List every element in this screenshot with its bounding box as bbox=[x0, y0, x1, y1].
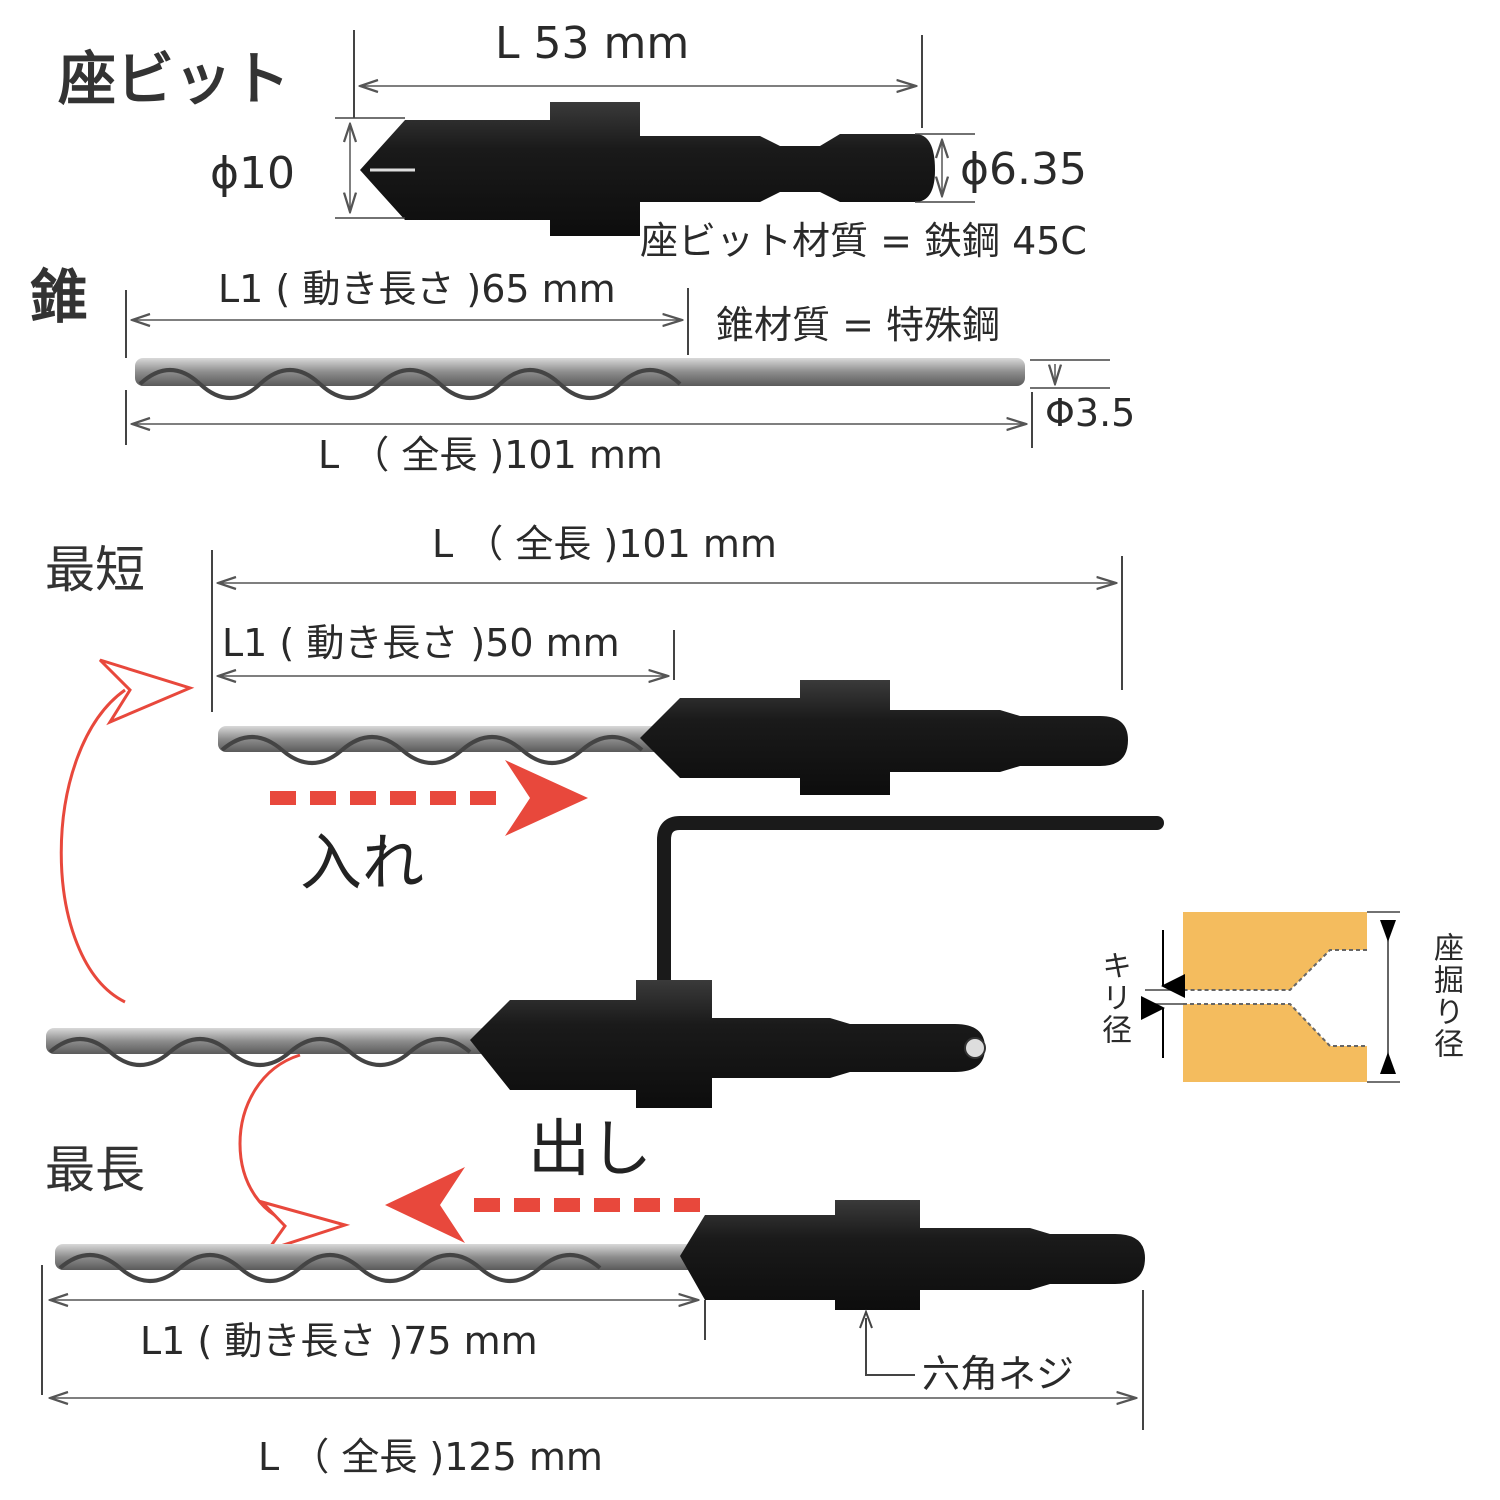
seat-bit-shank-diameter-label: ϕ6.35 bbox=[960, 144, 1087, 195]
remove-arrow bbox=[385, 1167, 700, 1243]
shortest-title: 最短 bbox=[45, 541, 145, 599]
drill-working-length-label: L1 ( 動き長さ )65 mm bbox=[218, 267, 616, 311]
remove-label: 出し bbox=[528, 1112, 653, 1185]
hex-screw-label: 六角ネジ bbox=[922, 1352, 1075, 1396]
seat-bit-illustration bbox=[335, 30, 975, 236]
insert-arrow bbox=[270, 760, 588, 836]
counterbore-diameter-vertical-label: 座掘り径 bbox=[1428, 932, 1463, 1060]
middle-assembly bbox=[46, 816, 1164, 1108]
longest-working-length-label: L1 ( 動き長さ )75 mm bbox=[140, 1319, 538, 1363]
drill-material-label: 錐材質 = 特殊鋼 bbox=[716, 303, 1000, 347]
shortest-working-length-label: L1 ( 動き長さ )50 mm bbox=[222, 621, 620, 665]
seat-bit-tip-diameter-label: ϕ10 bbox=[210, 148, 296, 199]
drill-diameter-label: Φ3.5 bbox=[1045, 391, 1136, 435]
longest-assembly bbox=[41, 1200, 1145, 1430]
drill-diameter-vertical-label: キリ径 bbox=[1096, 950, 1131, 1046]
drill-title: 錐 bbox=[30, 263, 89, 331]
insert-label: 入れ bbox=[300, 826, 425, 899]
cycle-arrows bbox=[59, 658, 351, 1253]
longest-title: 最長 bbox=[45, 1141, 145, 1199]
cross-section bbox=[1141, 911, 1400, 1083]
shortest-assembly bbox=[211, 550, 1128, 795]
seat-bit-material-label: 座ビット材質 = 鉄鋼 45C bbox=[640, 219, 1087, 263]
longest-total-length-label: L （ 全長 )125 mm bbox=[258, 1435, 603, 1479]
drill-illustration bbox=[125, 288, 1110, 448]
drill-total-length-label: L （ 全長 )101 mm bbox=[318, 433, 663, 477]
seat-bit-title: 座ビット bbox=[58, 45, 291, 113]
shortest-total-length-label: L （ 全長 )101 mm bbox=[432, 522, 777, 566]
seat-bit-length-label: L 53 mm bbox=[495, 18, 690, 69]
